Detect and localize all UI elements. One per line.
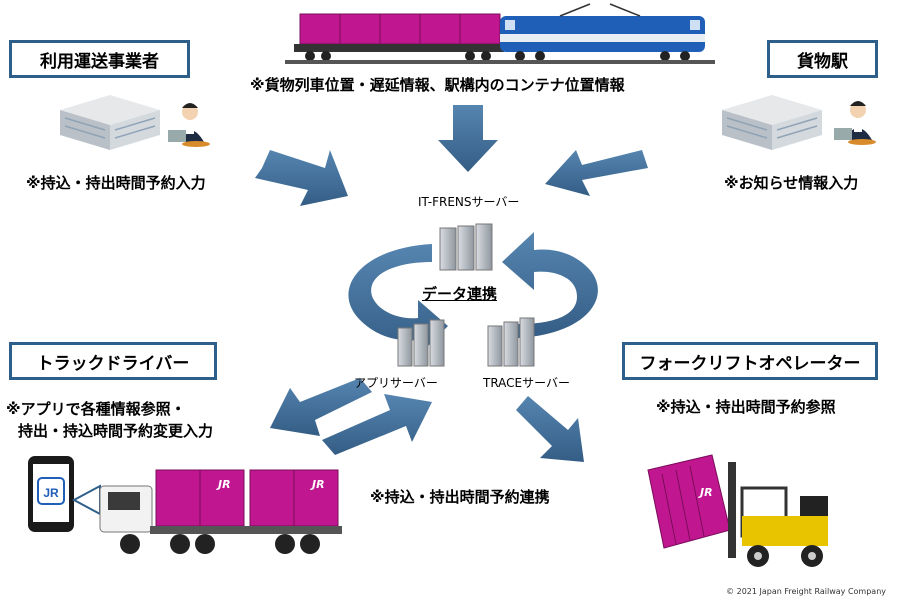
jr-logo-truck-1: JR	[312, 478, 325, 491]
jr-logo-truck-2: JR	[218, 478, 231, 491]
copyright-text: © 2021 Japan Freight Railway Company	[726, 587, 886, 596]
flow-arrows	[255, 105, 648, 462]
note-reservation-sync: ※持込・持出時間予約連携	[370, 488, 550, 506]
arrow-station-to-server	[545, 150, 648, 196]
role-box-forklift: フォークリフトオペレーター	[622, 342, 878, 380]
station-office-illustration	[722, 95, 876, 150]
arrow-train-to-server	[438, 105, 498, 172]
smartphone-icon: JR	[28, 456, 101, 532]
note-train-info: ※貨物列車位置・遅延情報、駅構内のコンテナ位置情報	[250, 76, 625, 94]
arrow-server-to-forklift	[516, 396, 584, 462]
server-label-trace: TRACEサーバー	[483, 376, 571, 390]
shipper-office-illustration	[60, 95, 210, 150]
forklift-illustration	[647, 454, 828, 567]
role-box-driver: トラックドライバー	[9, 342, 217, 380]
arrow-driver-to-server	[322, 394, 432, 455]
freight-train-illustration	[285, 3, 715, 64]
itfrens-server-icon	[439, 223, 493, 271]
note-station-input: ※お知らせ情報入力	[724, 174, 859, 192]
jr-logo-phone: JR	[43, 486, 59, 500]
jr-logo-container: JR	[700, 486, 713, 499]
role-label-station: 貨物駅	[797, 51, 848, 72]
role-label-forklift: フォークリフトオペレーター	[639, 353, 861, 374]
note-forklift-ref: ※持込・持出時間予約参照	[656, 398, 836, 416]
role-label-shipper: 利用運送事業者	[40, 51, 159, 72]
role-label-driver: トラックドライバー	[36, 353, 190, 374]
trace-server-icon	[487, 317, 535, 367]
data-link-label: データ連携	[422, 285, 498, 303]
arrow-shipper-to-server	[255, 150, 348, 206]
note-shipper-input: ※持込・持出時間予約入力	[26, 174, 206, 192]
arrow-server-to-driver	[270, 378, 372, 436]
note-driver-line1: ※アプリで各種情報参照・	[6, 400, 186, 418]
truck-illustration	[99, 469, 342, 554]
server-label-itfrens: IT-FRENSサーバー	[418, 195, 520, 209]
server-label-app: アプリサーバー	[354, 376, 438, 390]
role-box-station: 貨物駅	[767, 40, 878, 78]
note-driver-line2: 持出・持込時間予約変更入力	[18, 422, 214, 440]
role-box-shipper: 利用運送事業者	[9, 40, 190, 78]
app-server-icon	[397, 319, 445, 367]
